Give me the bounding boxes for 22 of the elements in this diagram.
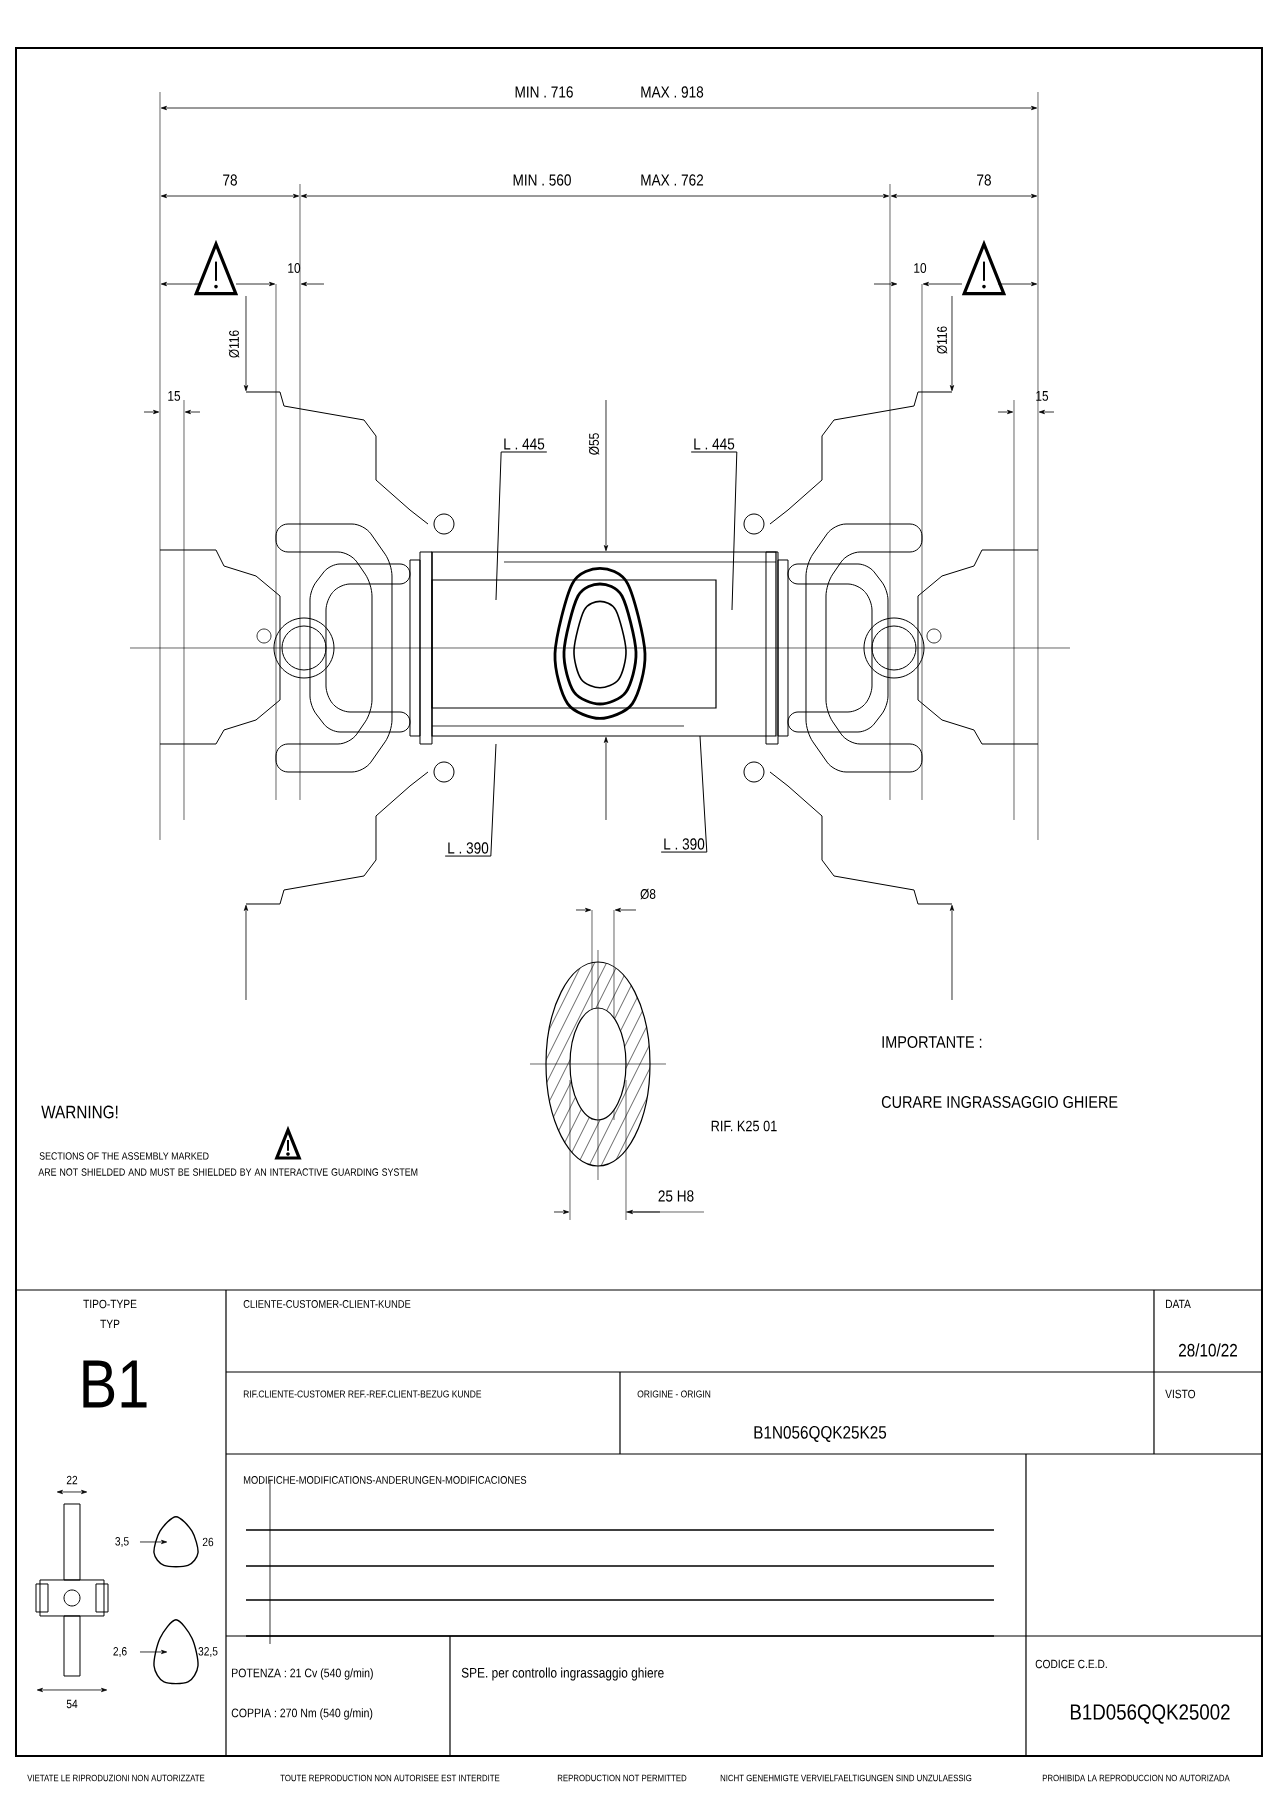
type-code: B1 bbox=[83, 1360, 147, 1408]
leader-label: L . 390 bbox=[448, 842, 489, 854]
leader-label: L . 390 bbox=[664, 838, 705, 850]
dimension-text: MAX . 918 bbox=[641, 86, 704, 98]
dimension-text: 78 bbox=[223, 174, 237, 186]
leader-label: L . 445 bbox=[504, 438, 545, 450]
dimension-text: MAX . 762 bbox=[641, 174, 704, 186]
date-text: 28/10/22 bbox=[1179, 1343, 1237, 1357]
leader-line bbox=[690, 451, 738, 611]
warning-heading: WARNING! bbox=[41, 1105, 118, 1119]
dimension-text: 78 bbox=[977, 174, 991, 186]
leader-line bbox=[495, 451, 548, 601]
dimension-text: MIN . 560 bbox=[513, 174, 571, 186]
dimension-text: 25 H8 bbox=[658, 1190, 694, 1202]
leader-line bbox=[660, 735, 708, 853]
dimension-text: MIN . 716 bbox=[515, 86, 573, 98]
note-text: CURARE INGRASSAGGIO GHIERE bbox=[881, 1096, 1118, 1108]
part-code: B1D056QQK25002 bbox=[1070, 1704, 1230, 1724]
note-heading: IMPORTANTE : bbox=[882, 1036, 982, 1048]
leader-label: L . 445 bbox=[694, 438, 735, 450]
leader-line bbox=[444, 743, 497, 857]
part-code: B1N056QQK25K25 bbox=[754, 1426, 887, 1442]
